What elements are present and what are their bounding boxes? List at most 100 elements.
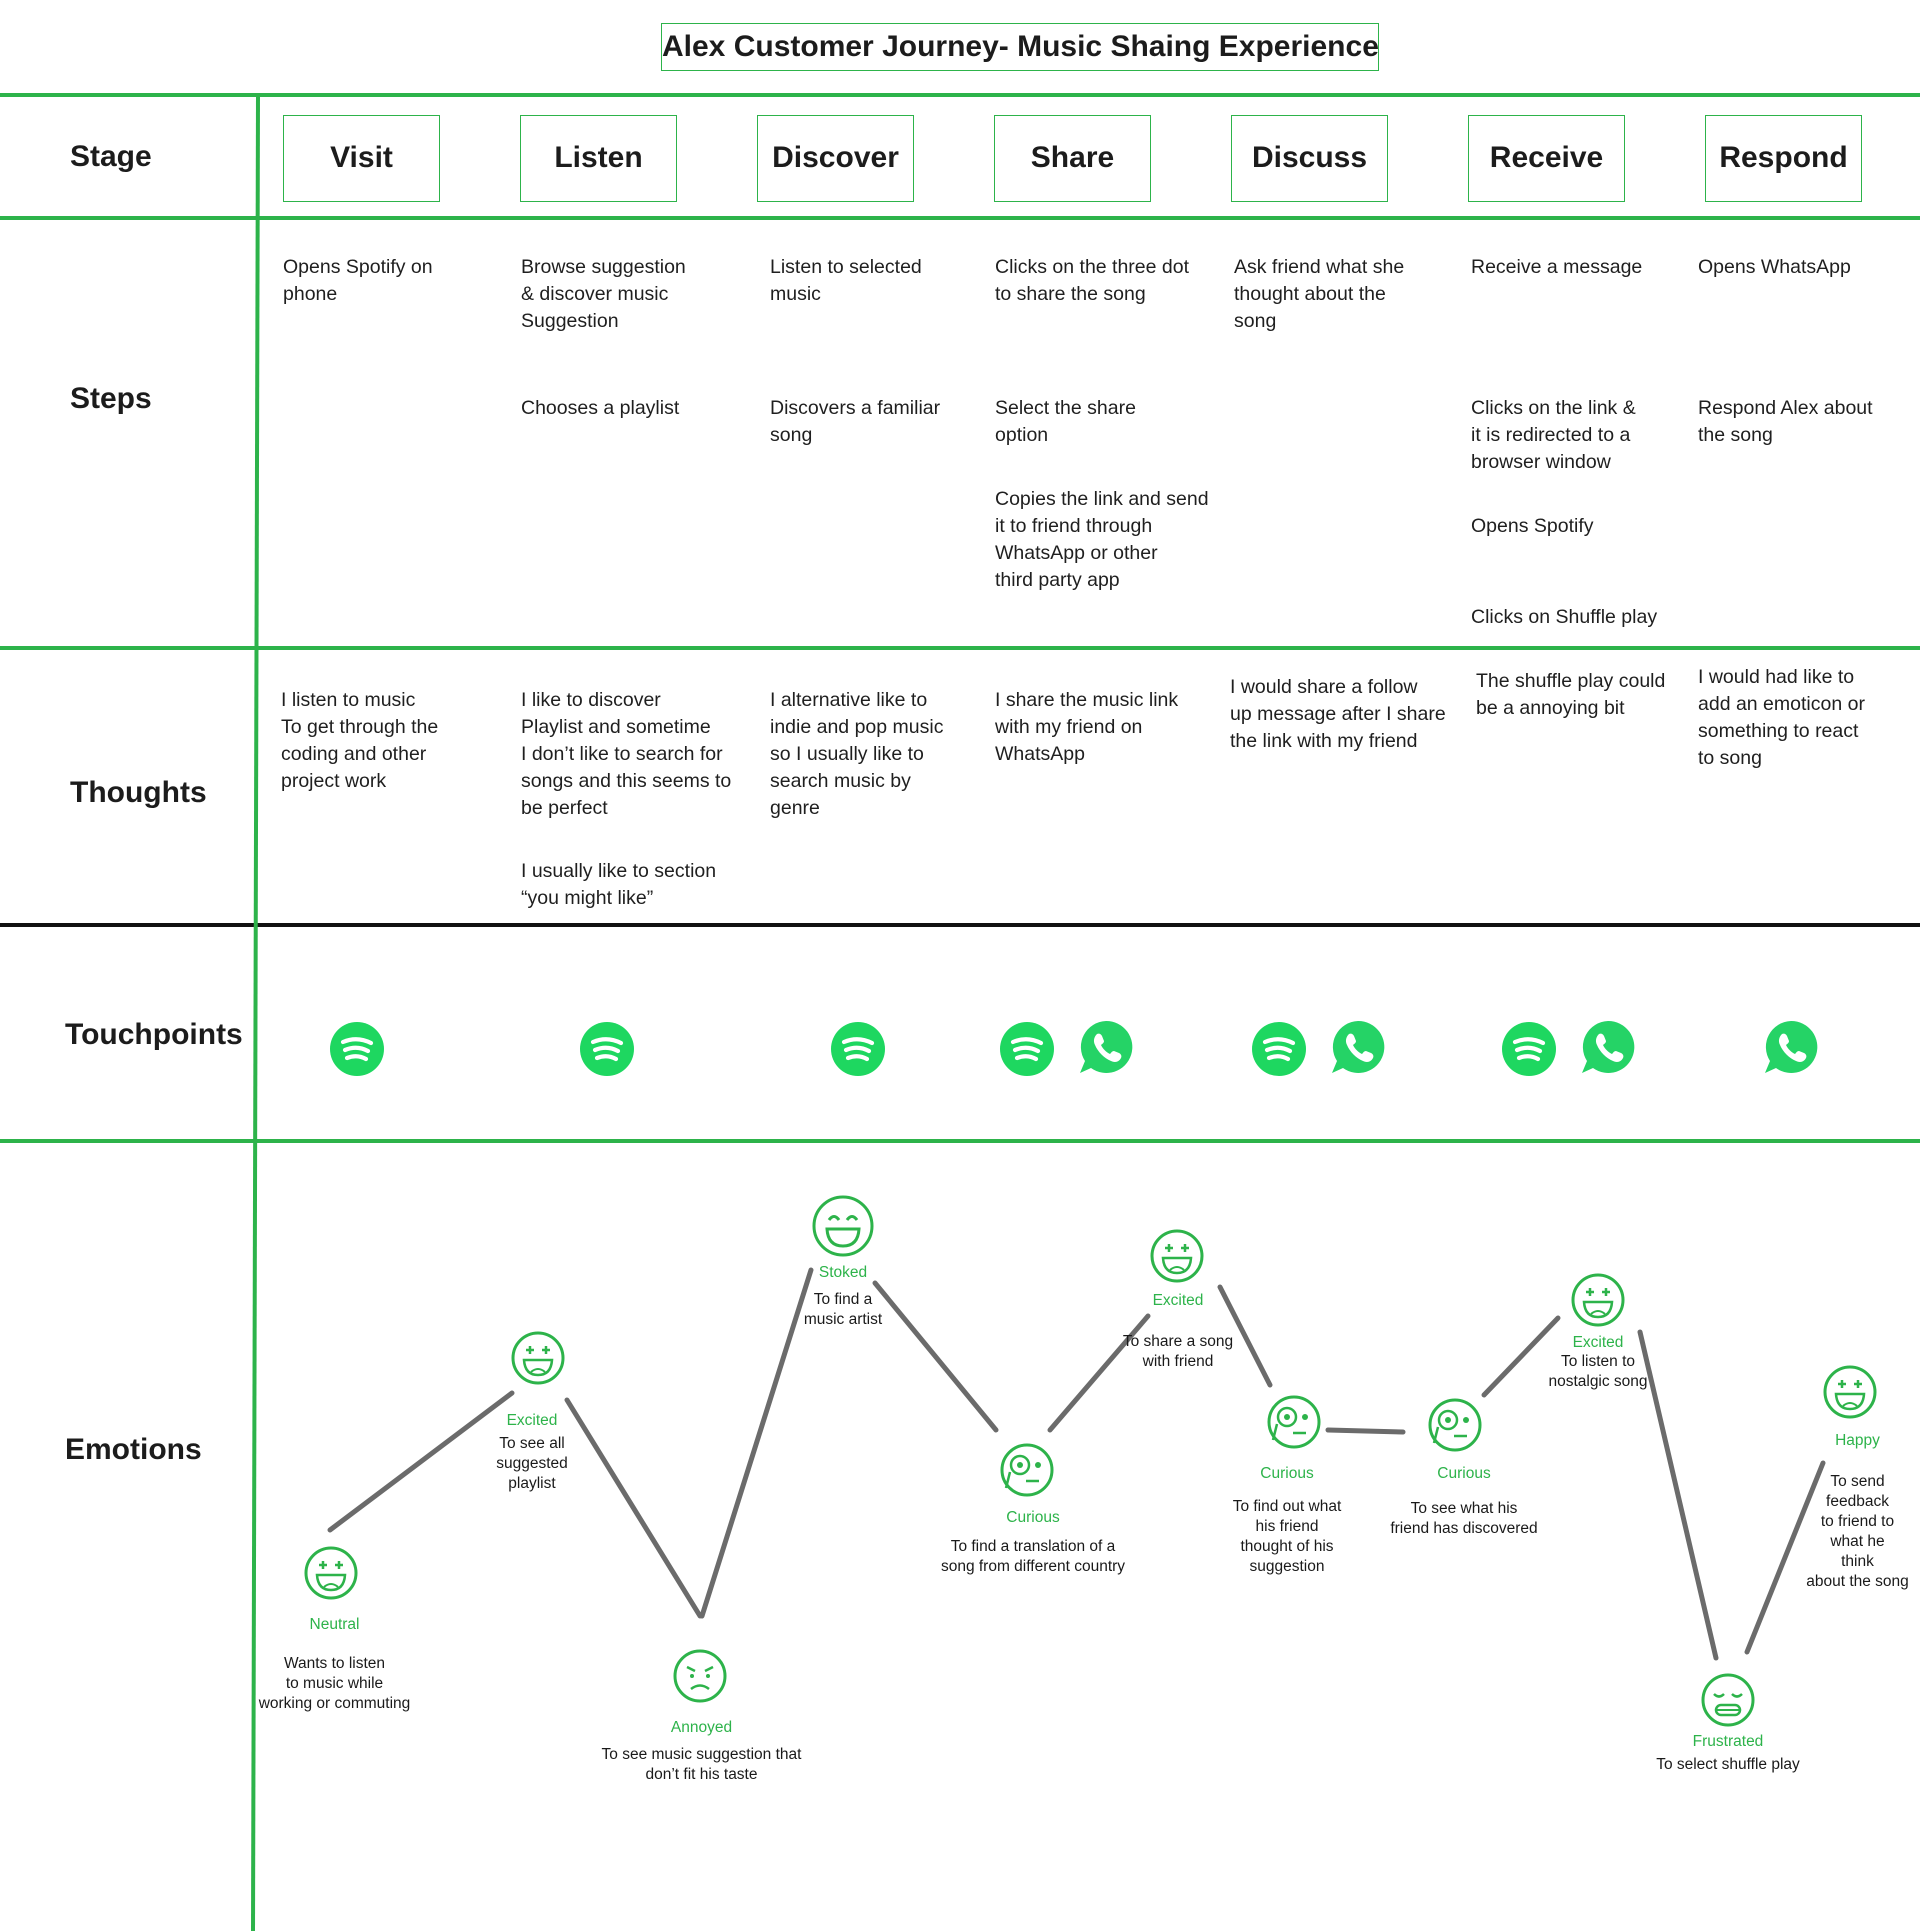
stage-respond: Respond — [1705, 115, 1862, 202]
curious-face-icon — [1267, 1395, 1321, 1449]
emotion-excited: Excited To see all suggested playlist — [472, 1412, 592, 1494]
thought-respond: I would had like to add an emoticon or s… — [1698, 666, 1865, 769]
emotion-description: To share a song with friend — [1122, 1333, 1234, 1370]
emotion-label: Curious — [1260, 1465, 1314, 1482]
emotion-description: To find out what his friend thought of h… — [1232, 1498, 1342, 1575]
emotion-description: To see music suggestion that don’t fit h… — [601, 1746, 802, 1783]
emotion-description: To select shuffle play — [1656, 1756, 1800, 1773]
spotify-icon — [329, 1021, 385, 1082]
step-discuss-1: Ask friend what she thought about the so… — [1234, 256, 1405, 332]
emotion-label: Neutral — [309, 1616, 360, 1633]
emotion-label: Happy — [1835, 1432, 1880, 1449]
curious-face-icon — [1428, 1398, 1482, 1452]
row-label-steps: Steps — [70, 382, 152, 415]
whatsapp-icon — [1762, 1018, 1820, 1081]
thought-discover: I alternative like to indie and pop musi… — [770, 689, 944, 819]
step-discover-1: Listen to selected music — [770, 256, 922, 305]
step-receive-1: Receive a message — [1471, 256, 1643, 278]
whatsapp-icon — [1579, 1018, 1637, 1081]
emotion-description: To send feedback to friend to what he th… — [1806, 1473, 1909, 1590]
row-label-emotions: Emotions — [65, 1433, 202, 1466]
curve-segment — [1217, 1284, 1273, 1388]
spotify-icon — [999, 1021, 1055, 1082]
emotion-description: To find a music artist — [803, 1291, 883, 1328]
emotion-curious: Curious To find a translation of a song … — [918, 1509, 1148, 1577]
step-visit-1: Opens Spotify on phone — [283, 256, 433, 305]
divider-steps — [0, 646, 1920, 650]
excited-face-icon — [304, 1546, 358, 1600]
step-discover-2: Discovers a familiar song — [770, 397, 941, 446]
emotion-description: To see what his friend has discovered — [1390, 1500, 1538, 1537]
thought-listen-1: I like to discover Playlist and sometime… — [521, 689, 732, 819]
thought-visit: I listen to music To get through the cod… — [281, 689, 439, 792]
stage-discover: Discover — [757, 115, 914, 202]
thought-listen-2: I usually like to section “you might lik… — [521, 860, 717, 909]
step-respond-1: Opens WhatsApp — [1698, 256, 1851, 278]
step-listen-1: Browse suggestion & discover music Sugge… — [521, 256, 686, 332]
excited-face-icon — [1571, 1273, 1625, 1327]
stage-discuss: Discuss — [1231, 115, 1388, 202]
curve-segment — [1325, 1427, 1406, 1435]
row-label-touchpoints: Touchpoints — [65, 1018, 243, 1051]
curve-segment — [1481, 1315, 1561, 1398]
curve-segment — [872, 1280, 999, 1433]
emotion-annoyed: Annoyed To see music suggestion that don… — [590, 1719, 813, 1785]
whatsapp-icon — [1329, 1018, 1387, 1081]
emotion-label: Excited — [506, 1412, 558, 1429]
step-listen-2: Chooses a playlist — [521, 397, 680, 419]
curve-segment — [327, 1390, 515, 1533]
whatsapp-icon — [1077, 1018, 1135, 1081]
emotion-curious: Curious To find out what his friend thou… — [1212, 1465, 1362, 1577]
row-label-stage: Stage — [70, 140, 152, 173]
spotify-icon — [1251, 1021, 1307, 1082]
annoyed-face-icon — [673, 1649, 727, 1703]
thought-receive: The shuffle play could be a annoying bit — [1476, 670, 1666, 719]
divider-stage — [0, 216, 1920, 220]
divider-touchpoints — [0, 1139, 1920, 1143]
stage-listen: Listen — [520, 115, 677, 202]
curve-segment — [1047, 1313, 1151, 1433]
divider-top — [0, 93, 1920, 97]
curve-segment — [564, 1397, 703, 1619]
emotion-label: Curious — [1006, 1509, 1060, 1526]
emotion-label: Excited — [1572, 1334, 1624, 1351]
emotion-happy: Happy To send feedback to friend to what… — [1795, 1432, 1920, 1592]
emotion-label: Stoked — [818, 1264, 868, 1281]
emotion-label: Frustrated — [1692, 1733, 1764, 1750]
frustrated-face-icon — [1701, 1673, 1755, 1727]
stage-share: Share — [994, 115, 1151, 202]
page-title: Alex Customer Journey- Music Shaing Expe… — [661, 23, 1379, 71]
curious-face-icon — [1000, 1443, 1054, 1497]
curve-segment — [1744, 1460, 1826, 1655]
step-respond-2: Respond Alex about the song — [1698, 397, 1873, 446]
thought-discuss: I would share a follow up message after … — [1230, 676, 1446, 752]
emotion-frustrated: Frustrated To select shuffle play — [1648, 1733, 1808, 1775]
spotify-icon — [579, 1021, 635, 1082]
stoked-face-icon — [812, 1195, 874, 1257]
step-receive-3: Opens Spotify — [1471, 515, 1594, 537]
emotion-label: Curious — [1437, 1465, 1491, 1482]
spotify-icon — [830, 1021, 886, 1082]
emotion-description: To find a translation of a song from dif… — [940, 1538, 1126, 1575]
emotion-label: Annoyed — [670, 1719, 733, 1736]
emotion-excited: Excited To listen to nostalgic song — [1528, 1334, 1668, 1392]
emotion-description: To listen to nostalgic song — [1548, 1353, 1648, 1390]
stage-receive: Receive — [1468, 115, 1625, 202]
thought-share: I share the music link with my friend on… — [995, 689, 1179, 765]
spotify-icon — [1501, 1021, 1557, 1082]
stage-visit: Visit — [283, 115, 440, 202]
step-receive-4: Clicks on Shuffle play — [1471, 606, 1658, 628]
emotion-description: Wants to listen to music while working o… — [258, 1655, 411, 1712]
curve-segment — [699, 1267, 814, 1619]
emotion-description: To see all suggested playlist — [496, 1435, 568, 1492]
emotion-curious: Curious To see what his friend has disco… — [1374, 1465, 1554, 1539]
step-share-1: Clicks on the three dot to share the son… — [995, 256, 1190, 305]
divider-thoughts — [0, 923, 1920, 927]
step-share-2: Select the share option — [995, 397, 1136, 446]
row-label-thoughts: Thoughts — [70, 776, 207, 809]
excited-face-icon — [1823, 1365, 1877, 1419]
emotion-stoked: Stoked To find a music artist — [783, 1264, 903, 1330]
emotion-label: Excited — [1152, 1292, 1204, 1309]
